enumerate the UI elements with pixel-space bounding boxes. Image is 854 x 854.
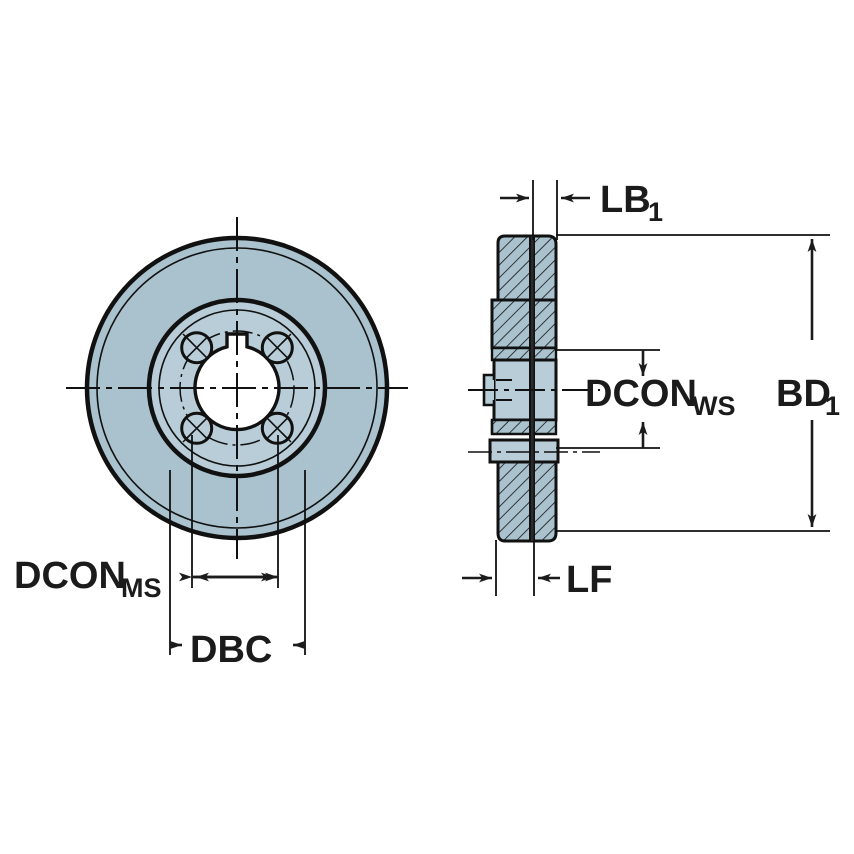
bd1-label-main: BD <box>776 373 831 415</box>
dcon-ms-label-sub: MS <box>121 573 162 603</box>
front-view-extension-lines <box>169 435 306 655</box>
side-lower-flange <box>496 460 558 543</box>
side-lower-bolt-seat <box>490 418 558 436</box>
lf-label-main: LF <box>566 559 612 601</box>
dcon-ws-label-sub: WS <box>692 391 736 421</box>
side-upper-bolt-seat <box>490 346 558 362</box>
side-upper-mid-block <box>490 298 558 350</box>
lb1-label-sub: 1 <box>648 197 663 227</box>
side-bore-slot <box>529 236 535 541</box>
lb1-label-main: LB <box>600 179 651 221</box>
dcon-ms-label-main: DCON <box>14 555 126 597</box>
dbc-label-main: DBC <box>190 629 272 671</box>
bd1-label-sub: 1 <box>825 391 840 421</box>
dcon-ws-label-main: DCON <box>585 373 697 415</box>
front-view <box>66 217 408 559</box>
side-section-view <box>468 234 600 543</box>
front-bolt-holes <box>180 331 294 445</box>
side-lower-ring-band <box>488 438 560 464</box>
